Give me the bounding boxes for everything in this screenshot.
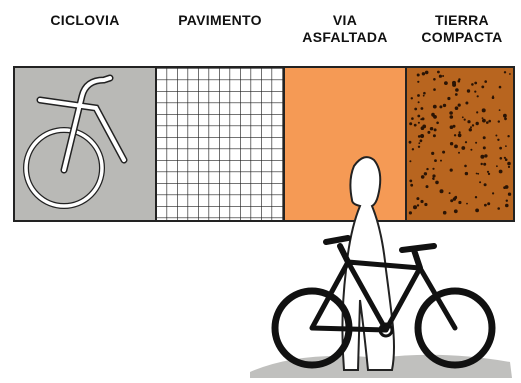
- panel-pavimento: [155, 66, 285, 222]
- label-ciclovia: CICLOVIA: [50, 11, 120, 28]
- label-tierra-compacta: TIERRA COMPACTA: [421, 12, 503, 45]
- label-via-asfaltada: VIA ASFALTADA: [302, 12, 388, 45]
- label-pavimento: PAVIMENTO: [178, 11, 262, 28]
- panel-ciclovia: [13, 66, 157, 222]
- bicycle-icon: [271, 235, 496, 369]
- panel-tierra-compacta: [405, 66, 515, 222]
- panel-via-asfaltada: [283, 66, 407, 222]
- dirt-speckles: [408, 70, 512, 215]
- bicycle-pictogram-icon: [23, 74, 128, 209]
